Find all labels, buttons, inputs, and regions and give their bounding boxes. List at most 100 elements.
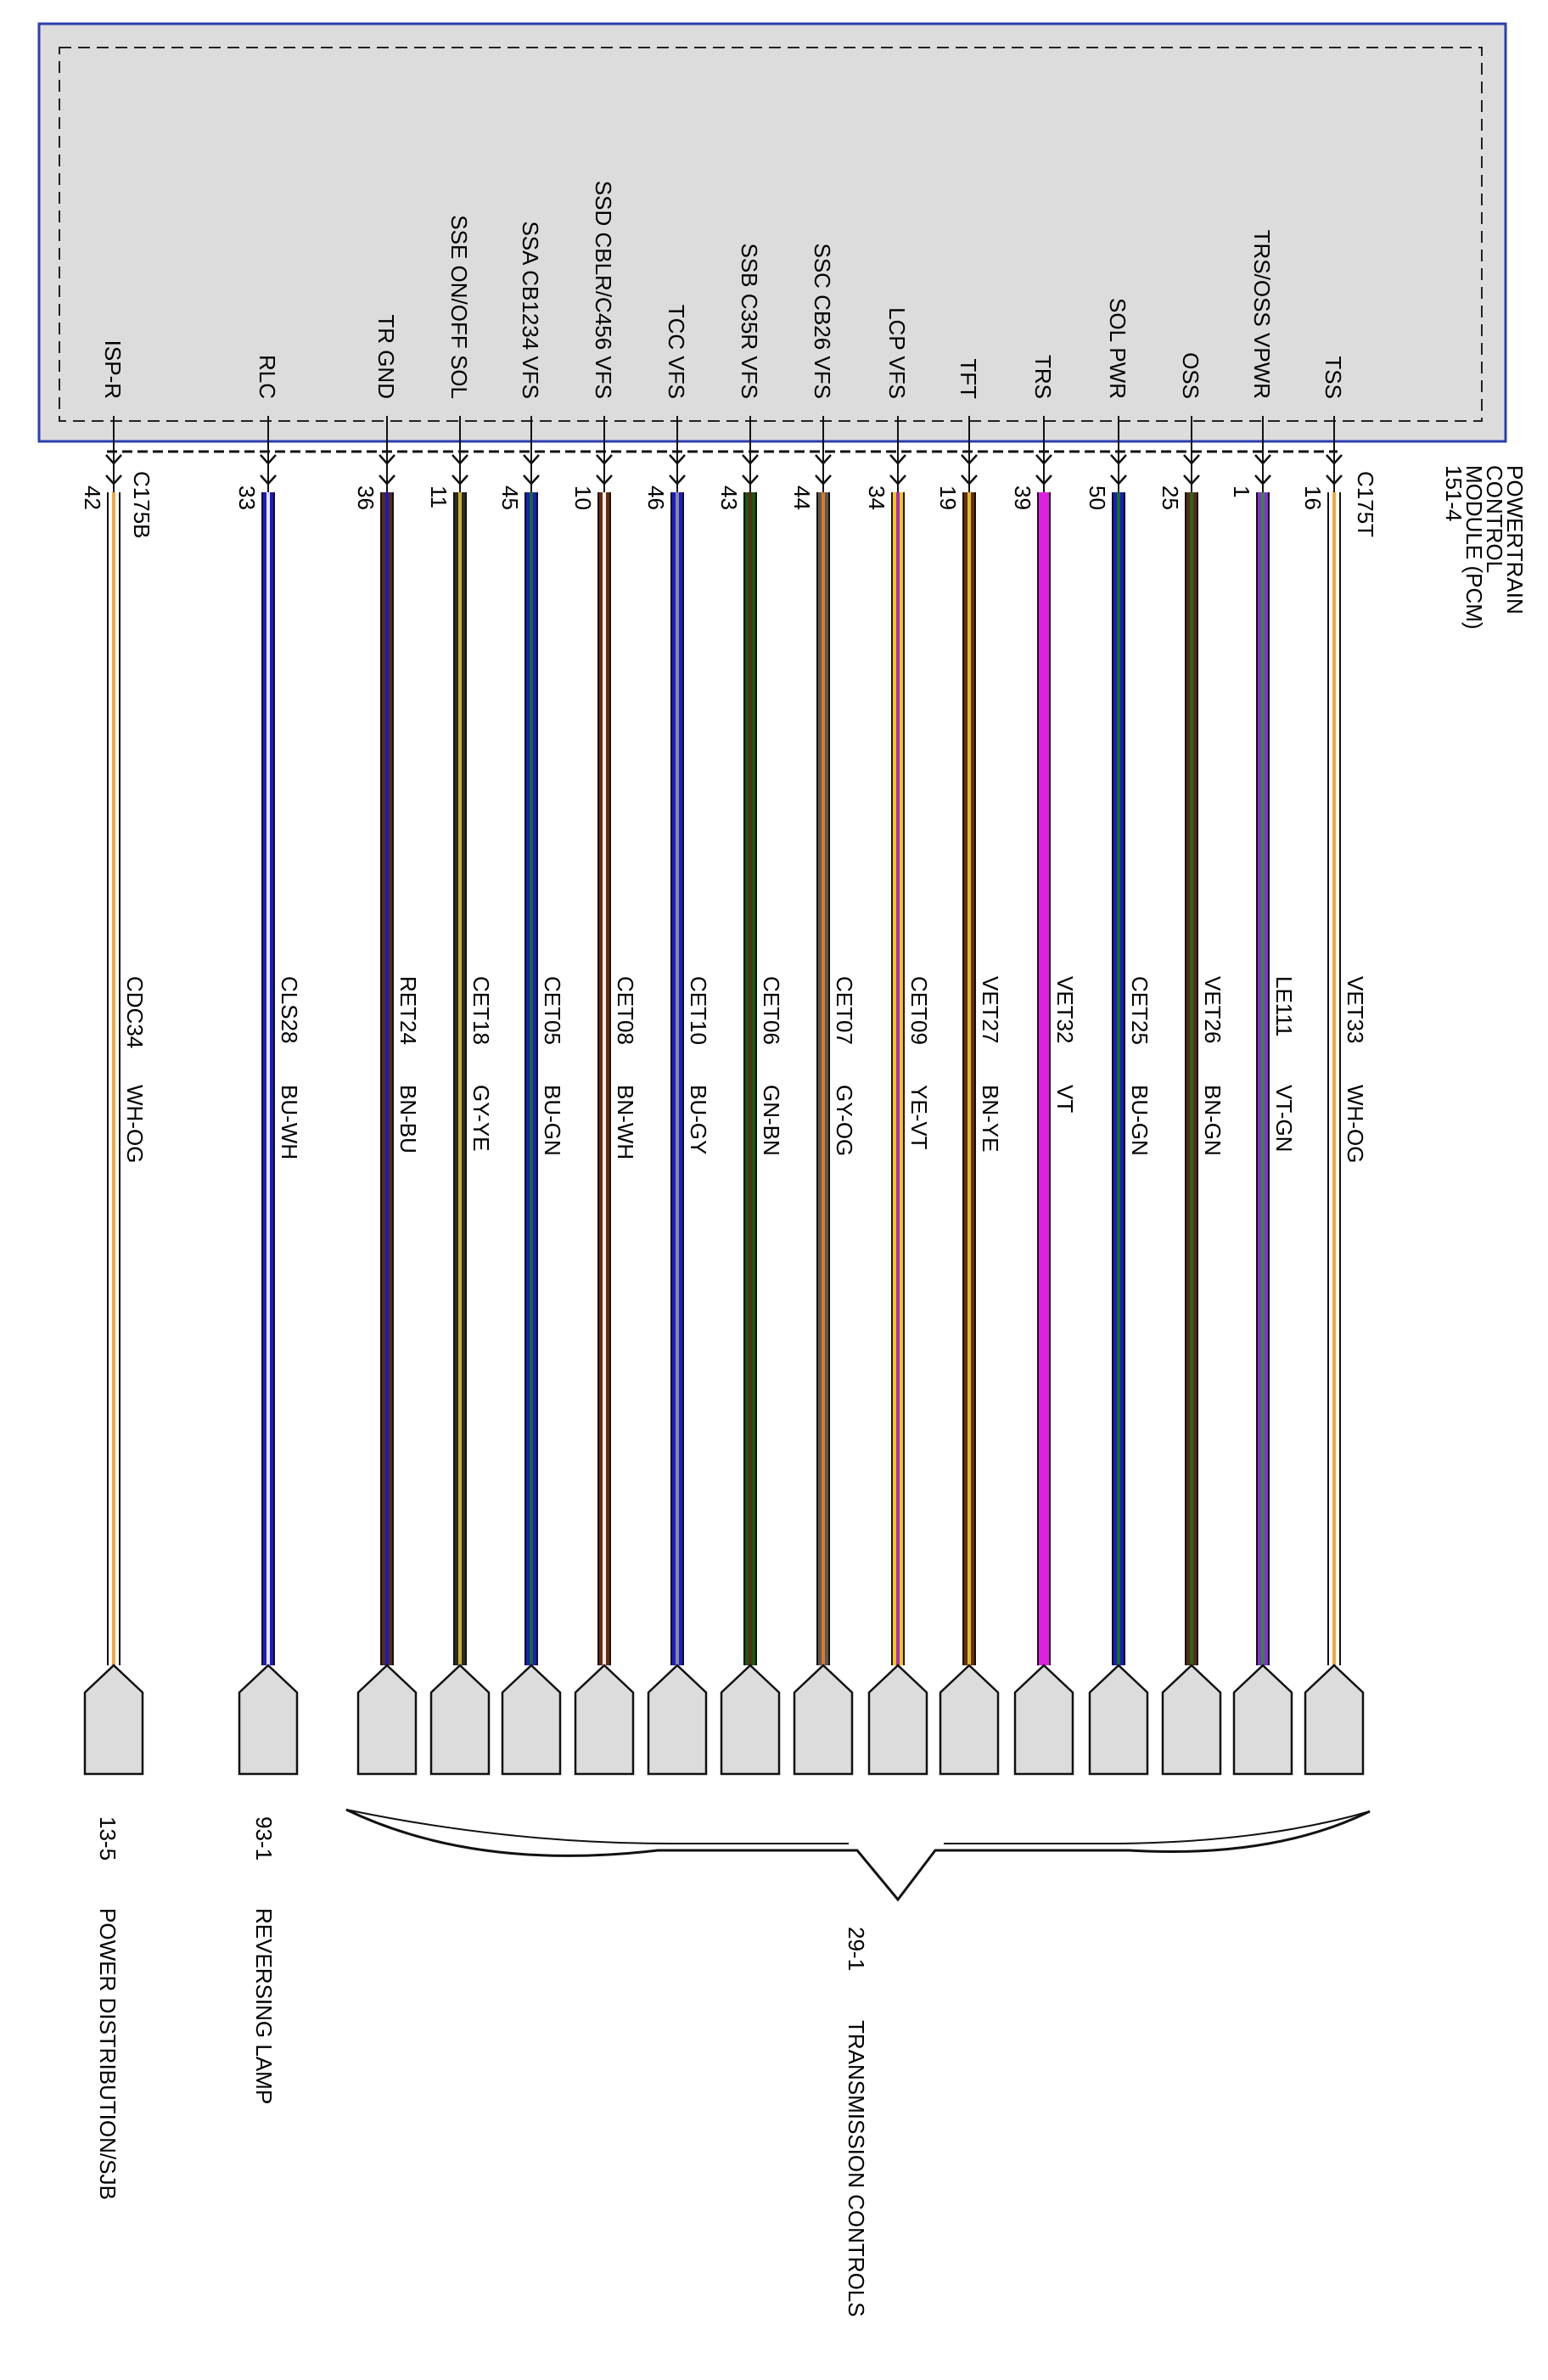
terminal-connector[interactable] [1161,1664,1222,1776]
circuit-code: CET08 [613,976,638,1045]
connector-arrow-upper [889,454,906,465]
wire-stripe [382,492,385,1665]
circuit-code: CET09 [906,976,932,1045]
terminal-connector[interactable] [83,1664,144,1776]
terminal-connector[interactable] [429,1664,491,1776]
wire-stripe [1332,492,1336,1665]
wire-color-code: VT [1052,1085,1078,1113]
pin-number: 19 [935,486,961,510]
wire-stripe [263,492,266,1665]
wire-color-code: YE-VT [906,1085,932,1150]
wire-stripe [458,492,462,1665]
signal-label: TFT [956,358,981,399]
wire-stripe [1193,492,1197,1665]
circuit-code: CET07 [832,976,857,1045]
transmission-bracket [345,1808,1371,1902]
connector-arrow-lower [105,474,122,486]
wire-color-code: GY-YE [468,1085,494,1152]
signal-label: SSE ON/OFF SOL [446,215,472,399]
wire-stripe [462,492,465,1665]
connector-arrow-lower [1326,474,1343,486]
wire-stripe [266,492,270,1665]
terminal-connector[interactable] [574,1664,635,1776]
wire-stripe [603,492,606,1665]
connector-arrow-lower [452,474,468,486]
connector-arrow-lower [669,474,686,486]
connector-arrow-lower [815,474,832,486]
wire-stripe [900,492,903,1665]
destination-name: POWER DISTRIBUTION/SJB [95,1908,121,2200]
connector-arrow-upper [1254,454,1271,465]
pin-number: 43 [716,486,742,510]
terminal-connector[interactable] [939,1664,1000,1776]
pin-number: 39 [1010,486,1035,510]
wire-stripe [822,492,825,1665]
terminal-connector[interactable] [647,1664,708,1776]
signal-label: SOL PWR [1105,298,1130,399]
circuit-code: VET26 [1200,976,1226,1044]
terminal-connector[interactable] [867,1664,928,1776]
signal-label: SSC CB26 VFS [810,243,835,399]
wire-stripe [896,492,900,1665]
connector-arrow-upper [742,454,759,465]
signal-label: LCP VFS [884,307,910,399]
wire-stripe [606,492,609,1665]
terminal-connector[interactable] [1232,1664,1293,1776]
wire-stripe [676,492,679,1665]
connector-arrow-lower [961,474,978,486]
wire-color-code: BU-GN [1127,1085,1153,1156]
terminal-connector[interactable] [1013,1664,1074,1776]
pin-number: 45 [497,486,523,510]
connector-arrow-lower [1110,474,1127,486]
connector-arrow-upper [523,454,540,465]
connector-arrow-upper [669,454,686,465]
circuit-code: CET05 [540,976,565,1045]
pin-number: 44 [789,486,815,510]
wire-color-code: VT-GN [1271,1085,1297,1152]
pin-number: 46 [643,486,669,510]
module-box [37,22,1507,443]
terminal-connector[interactable] [356,1664,418,1776]
wire-stripe [1120,492,1124,1665]
circuit-code: RET24 [395,976,421,1045]
wire-stripe [1190,492,1193,1665]
wire-stripe [1046,492,1049,1665]
wire-stripe [749,492,752,1665]
signal-label: SSA CB1234 VFS [518,221,543,399]
signal-label: TRS [1030,355,1056,399]
circuit-code: CDC34 [122,976,148,1048]
terminal-connector[interactable] [238,1664,299,1776]
wire-stripe [672,492,676,1665]
signal-label: SSB C35R VFS [737,243,762,399]
connector-arrow-upper [815,454,832,465]
terminal-connector[interactable] [501,1664,562,1776]
connector-arrow-upper [1110,454,1127,465]
wire-stripe [964,492,968,1665]
connector-arrow-lower [379,474,395,486]
connector-arrow-upper [961,454,978,465]
wire-color-code: GY-OG [832,1085,857,1156]
connector-arrow-upper [1035,454,1052,465]
connector-arrow-lower [889,474,906,486]
wire-stripe [109,492,112,1665]
connector-arrow-lower [1035,474,1052,486]
connector-arrow-lower [742,474,759,486]
signal-label: TR GND [373,314,399,399]
circuit-code: CET06 [759,976,784,1045]
pin-number: 34 [864,486,889,510]
destination-number: 13-5 [95,1816,121,1861]
destination-number: 29-1 [844,1927,869,1971]
wire-stripe [1336,492,1339,1665]
terminal-connector[interactable] [720,1664,781,1776]
terminal-connector[interactable] [1088,1664,1149,1776]
wire-stripe [112,492,115,1665]
signal-label: TRS/OSS VPWR [1249,230,1275,399]
circuit-code: CLS28 [277,976,302,1044]
transmission-bracket-inner [345,1809,1371,1844]
circuit-code: CET10 [686,976,711,1045]
wire-stripe [1039,492,1042,1665]
terminal-connector[interactable] [1304,1664,1365,1776]
terminal-connector[interactable] [793,1664,854,1776]
